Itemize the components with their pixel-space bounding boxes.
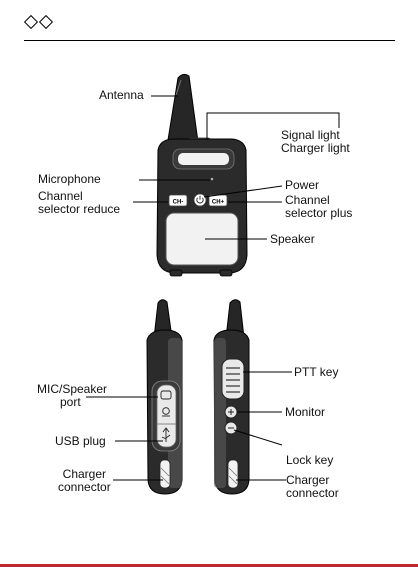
ch-plus-text: CH+: [212, 200, 225, 206]
label-charger-left-line2: connector: [58, 481, 111, 494]
label-channel-selector-reduce: Channel selector reduce: [38, 190, 120, 216]
front-radio: CH- CH+: [157, 74, 247, 276]
label-charger-connector-right: Charger connector: [286, 474, 339, 500]
label-monitor: Monitor: [285, 406, 325, 419]
label-channel-reduce-line2: selector reduce: [38, 203, 120, 216]
label-ptt-key: PTT key: [294, 366, 338, 379]
label-charger-right-line2: connector: [286, 487, 339, 500]
label-mic-port-line2: port: [37, 396, 107, 409]
label-usb-plug: USB plug: [55, 435, 106, 448]
label-mic-speaker-port: MIC/Speaker port: [37, 383, 107, 409]
label-antenna: Antenna: [99, 89, 144, 102]
label-lock-key: Lock key: [286, 454, 333, 467]
right-side-radio: [214, 300, 249, 494]
ch-minus-text: CH-: [173, 200, 184, 206]
label-charger-light: Charger light: [281, 142, 350, 155]
label-power: Power: [285, 179, 319, 192]
label-speaker: Speaker: [270, 233, 315, 246]
label-charger-connector-left: Charger connector: [58, 468, 111, 494]
label-microphone: Microphone: [38, 173, 101, 186]
label-channel-plus-line2: selector plus: [285, 207, 352, 220]
antenna: [168, 74, 198, 142]
label-channel-selector-plus: Channel selector plus: [285, 194, 352, 220]
ptt-key: [222, 359, 244, 399]
label-signal-charger-light: Signal light Charger light: [281, 129, 350, 155]
microphone-hole: [211, 178, 214, 181]
